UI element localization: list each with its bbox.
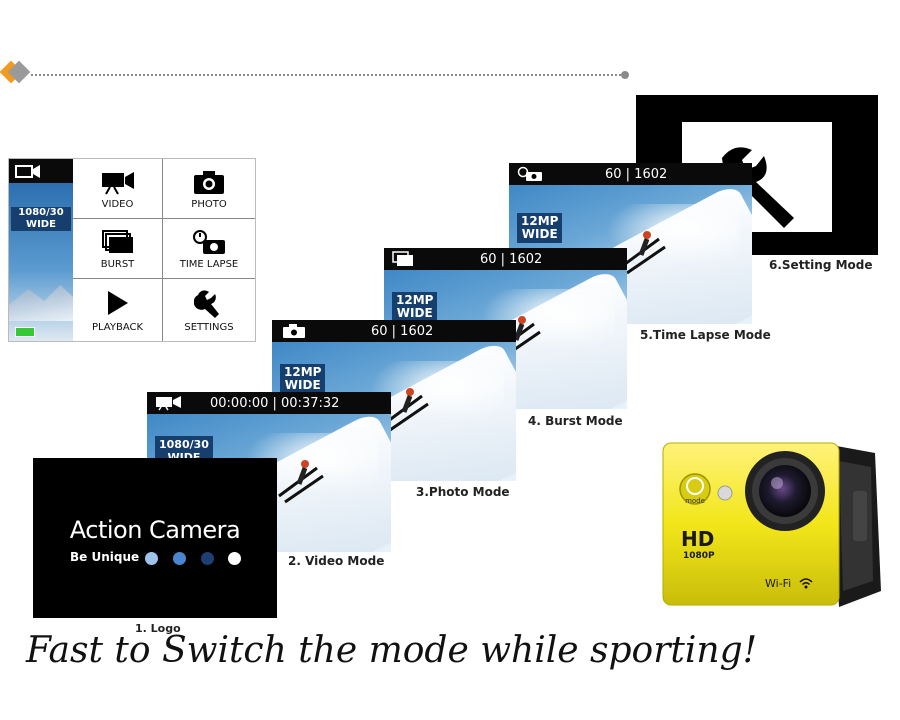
menu-item-photo[interactable]: PHOTO xyxy=(163,159,255,219)
burst-status: 60 | 1602 xyxy=(480,252,543,267)
power-icon xyxy=(686,477,704,495)
menu-item-burst[interactable]: BURST xyxy=(73,219,163,279)
menu-item-video[interactable]: VIDEO xyxy=(73,159,163,219)
logo-dot xyxy=(145,552,158,565)
play-icon xyxy=(107,291,128,315)
wifi-icon xyxy=(799,578,813,589)
menu-preview: 1080/30 WIDE xyxy=(9,159,73,341)
video-status: 00:00:00 | 00:37:32 xyxy=(210,396,340,411)
logo-dot xyxy=(201,552,214,565)
logo-dot xyxy=(228,552,241,565)
battery-icon xyxy=(15,327,35,337)
logo-screen: Action Camera Be Unique xyxy=(33,458,277,618)
video-camera-icon xyxy=(156,396,181,411)
mode-menu-panel: 1080/30 WIDE VIDEO PHOTO xyxy=(8,158,256,342)
caption-setting-mode: 6.Setting Mode xyxy=(769,258,873,272)
caption-photo-mode: 3.Photo Mode xyxy=(416,485,510,499)
photo-camera-icon xyxy=(283,324,305,338)
video-camera-icon xyxy=(15,165,40,178)
time-lapse-icon xyxy=(517,166,542,181)
time-lapse-icon xyxy=(193,230,225,254)
caption-burst-mode: 4. Burst Mode xyxy=(528,414,623,428)
burst-resolution: 12MP WIDE xyxy=(392,292,438,322)
time-lapse-status: 60 | 1602 xyxy=(605,167,668,182)
skier-figure xyxy=(620,231,666,275)
video-camera-icon xyxy=(101,172,134,195)
camera-body xyxy=(662,442,881,607)
menu-item-label: SETTINGS xyxy=(184,322,234,333)
time-lapse-resolution: 12MP WIDE xyxy=(517,213,563,243)
photo-camera-icon xyxy=(194,171,224,194)
resolution-badge: 1080P xyxy=(683,551,715,561)
menu-item-playback[interactable]: PLAYBACK xyxy=(73,279,163,341)
skier-figure xyxy=(383,388,429,432)
logo-dot xyxy=(173,552,186,565)
photo-resolution: 12MP WIDE xyxy=(280,364,326,394)
divider-end-dot xyxy=(621,71,629,79)
caption-video-mode: 2. Video Mode xyxy=(288,554,385,568)
menu-item-time-lapse[interactable]: TIME LAPSE xyxy=(163,219,255,279)
hd-badge: HD xyxy=(681,527,715,551)
skier-figure xyxy=(278,460,324,504)
menu-item-label: VIDEO xyxy=(101,199,134,210)
dotted-divider xyxy=(31,74,625,76)
wifi-label: Wi-Fi xyxy=(765,577,792,590)
photo-status: 60 | 1602 xyxy=(371,324,434,339)
logo-title: Action Camera xyxy=(69,516,241,544)
menu-item-label: BURST xyxy=(100,259,135,270)
time-lapse-mode-screen: 60 | 1602 12MP WIDE xyxy=(509,163,752,324)
logo-subtitle: Be Unique xyxy=(70,550,140,564)
slogan-text: Fast to Switch the mode while sporting! xyxy=(26,630,758,671)
menu-item-label: TIME LAPSE xyxy=(179,259,239,270)
menu-item-label: PHOTO xyxy=(191,199,227,210)
burst-icon xyxy=(101,230,133,253)
action-camera-product: mode HD 1080P Wi-Fi xyxy=(661,441,885,611)
mode-grid: VIDEO PHOTO BURST xyxy=(73,159,255,341)
menu-item-label: PLAYBACK xyxy=(91,322,144,333)
menu-resolution-label: 1080/30 WIDE xyxy=(11,207,71,231)
burst-icon xyxy=(392,251,413,266)
mode-button-label: mode xyxy=(685,497,705,505)
menu-item-settings[interactable]: SETTINGS xyxy=(163,279,255,341)
caption-logo: 1. Logo xyxy=(135,622,181,635)
wrench-icon xyxy=(194,290,219,318)
caption-time-lapse-mode: 5.Time Lapse Mode xyxy=(640,328,771,342)
